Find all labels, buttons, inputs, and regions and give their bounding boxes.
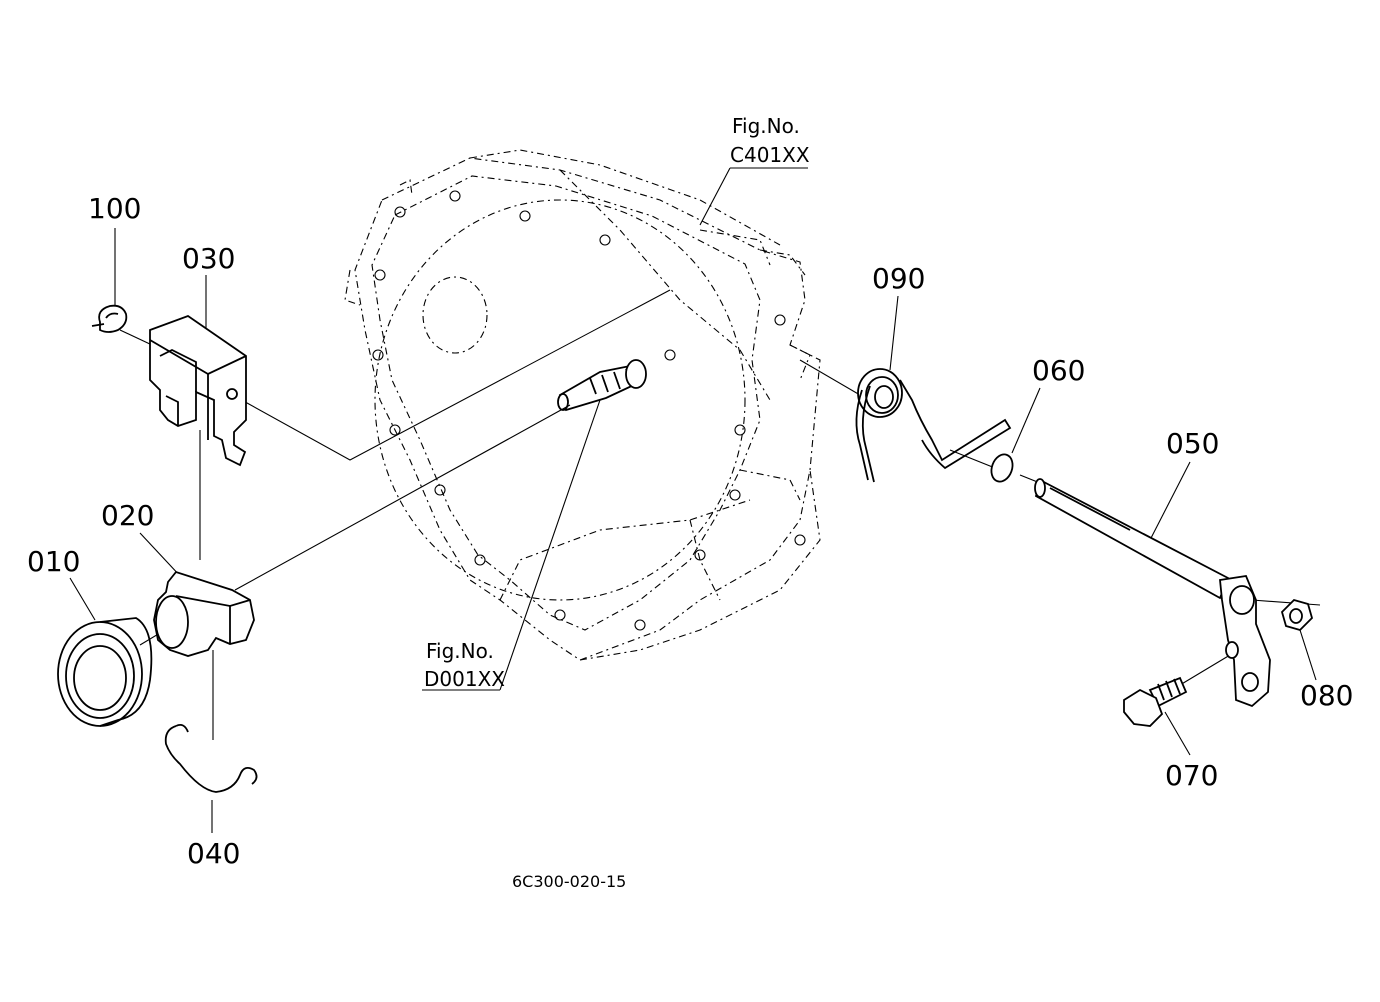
label-050: 050 [1166,427,1219,460]
clutch-housing [344,149,821,661]
fig-ref-c401-line1: Fig.No. [732,114,800,138]
label-060: 060 [1032,354,1085,387]
label-080: 080 [1300,679,1353,712]
label-030: 030 [182,242,235,275]
label-010: 010 [27,545,80,578]
label-020: 020 [101,499,154,532]
label-070: 070 [1165,759,1218,792]
label-100: 100 [88,192,141,225]
part-100-clip [91,304,128,333]
part-020-release-hub [153,570,255,657]
part-070-bolt [1123,676,1188,727]
part-080-nut [1280,598,1314,632]
part-030-release-fork [149,314,247,467]
part-labels: 010 020 030 040 050 060 070 080 090 100 [27,192,1353,870]
fig-ref-c401-line2: C401XX [730,143,810,167]
part-050-shaft [1034,478,1271,708]
part-090-torsion-spring [855,368,1012,483]
label-090: 090 [872,262,925,295]
fig-ref-d001-line1: Fig.No. [426,639,494,663]
part-060-o-ring [990,453,1014,483]
label-040: 040 [187,837,240,870]
part-010-release-bearing [57,617,153,727]
input-shaft [557,359,647,412]
leader-lines [69,167,1321,833]
fig-ref-d001-line2: D001XX [424,667,505,691]
drawing-code: 6C300-020-15 [512,872,626,891]
part-040-spring-clip [164,723,258,793]
figure-references: Fig.No. C401XX Fig.No. D001XX [424,114,810,691]
